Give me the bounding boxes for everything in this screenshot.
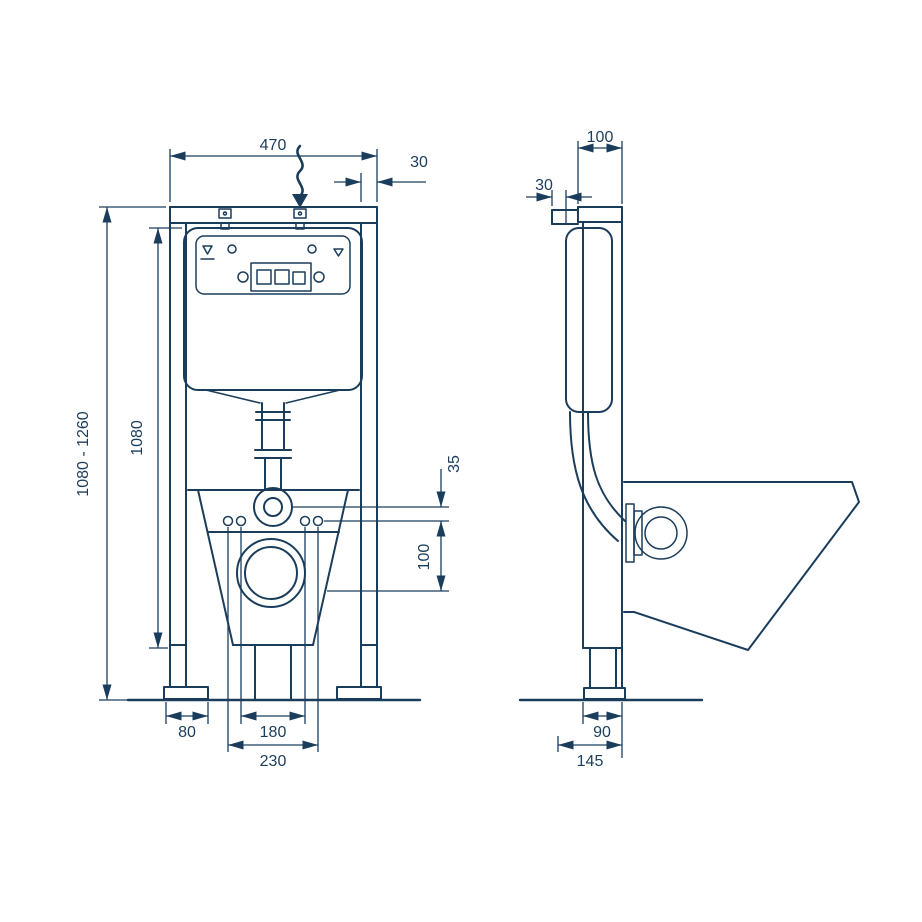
cistern-taper: [205, 389, 341, 404]
dim-label-top-offset: 30: [410, 154, 428, 171]
dimension-lines: [99, 141, 623, 758]
mounting-bracket: [187, 489, 360, 700]
right-foot: [336, 686, 382, 700]
side-frame-outline: [577, 206, 623, 689]
side-view: [518, 206, 860, 702]
warning-triangle-icon: [333, 248, 344, 257]
dim-label-overall-height: 1080 - 1260: [75, 411, 92, 497]
side-cistern: [565, 227, 613, 413]
access-panel: [195, 235, 351, 295]
outlet-connector: [625, 503, 688, 563]
dim-label-stud-spacing-outer: 230: [260, 753, 287, 770]
dim-label-frame-depth: 100: [587, 129, 614, 146]
panel-screw-left: [227, 244, 237, 254]
toilet-bowl-profile: [623, 481, 860, 651]
hdpe-logo-icon: [202, 245, 213, 255]
dimension-labels: 470 30 1080 - 1260 1080 35 100 80 180 23…: [75, 129, 613, 770]
frame-outline: [169, 206, 378, 688]
dim-label-stud-spacing-inner: 180: [260, 724, 287, 741]
panel-label-plate: [250, 262, 312, 292]
flush-elbow: [253, 487, 293, 527]
dim-label-actuator-offset: 30: [535, 177, 553, 194]
cistern-tank: [183, 227, 363, 391]
flush-pipe: [253, 402, 293, 527]
top-rail-fixings: [218, 208, 307, 230]
dim-label-overall-depth: 145: [577, 753, 604, 770]
dim-label-frame-height: 1080: [129, 420, 146, 456]
side-foot: [583, 687, 626, 700]
panel-port-left: [237, 271, 249, 283]
panel-port-right: [313, 271, 325, 283]
flush-direction-arrow-icon: [292, 144, 308, 208]
outlet-opening: [236, 538, 306, 608]
dim-label-flush-to-studs: 35: [446, 455, 463, 473]
dim-label-frame-width: 470: [260, 137, 287, 154]
panel-screw-right: [307, 244, 317, 254]
dim-label-foot-depth: 90: [593, 724, 611, 741]
left-foot: [163, 686, 209, 700]
front-view: [126, 144, 422, 702]
fixing-studs: [222, 515, 324, 527]
dim-label-studs-to-outlet: 100: [416, 544, 433, 571]
dim-label-foot-width: 80: [178, 724, 196, 741]
actuator-rod: [551, 209, 579, 225]
side-flush-bend: [569, 411, 626, 542]
